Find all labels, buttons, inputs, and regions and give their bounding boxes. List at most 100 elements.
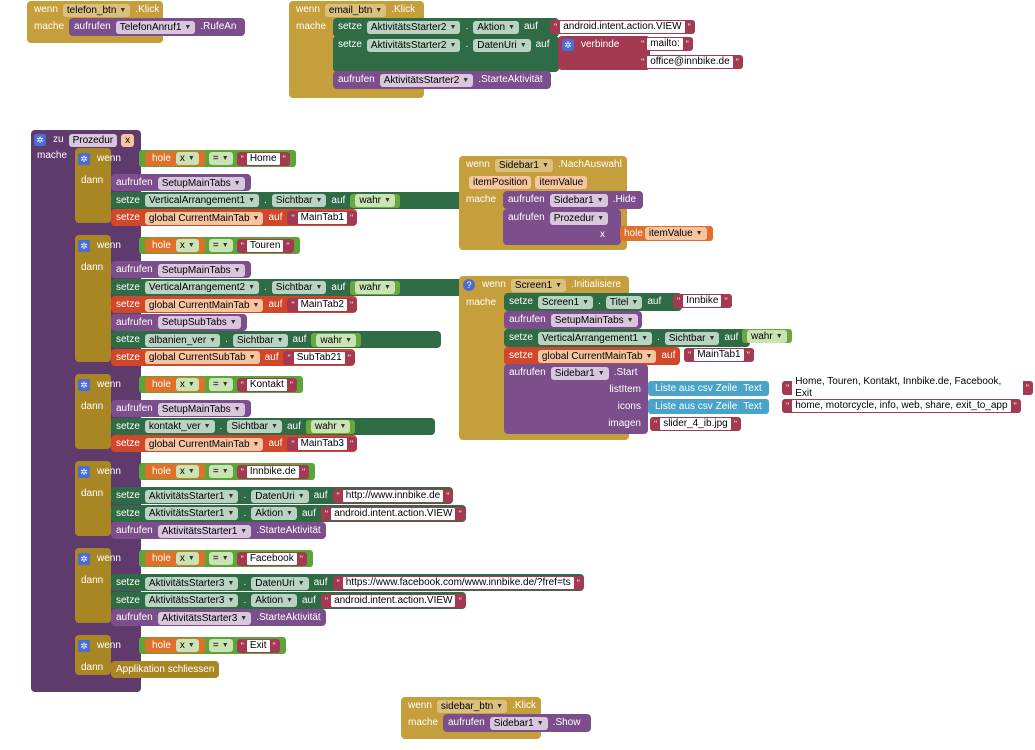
property-dropdown[interactable]: DatenUri▼: [473, 38, 531, 52]
gear-icon[interactable]: ✲: [78, 379, 90, 391]
property-dropdown[interactable]: Aktion▼: [251, 507, 297, 520]
sidebar-btn-click-event-block[interactable]: wenn sidebar_btn▼ .Klick mache aufrufen …: [401, 697, 591, 739]
text-value[interactable]: Touren: [246, 239, 284, 252]
text-value[interactable]: Home, Touren, Kontakt, Innbike.de, Faceb…: [792, 376, 1023, 400]
property-dropdown[interactable]: Aktion▼: [251, 594, 297, 607]
call-procedure-block[interactable]: aufrufen SetupMainTabs▼: [504, 311, 642, 329]
component-dropdown[interactable]: AktivitätsStarter1▼: [144, 489, 239, 503]
text-value[interactable]: android.intent.action.VIEW: [560, 21, 685, 33]
variable-dropdown[interactable]: x▼: [175, 552, 199, 565]
text-value[interactable]: android.intent.action.VIEW: [331, 594, 456, 607]
call-method-block[interactable]: aufrufen TelefonAnruf1▼ .RufeAn: [69, 18, 245, 36]
component-dropdown[interactable]: AktivitätsStarter1▼: [144, 507, 239, 520]
procedure-dropdown[interactable]: SetupMainTabs▼: [157, 176, 245, 190]
component-dropdown[interactable]: Sidebar1▼: [550, 366, 609, 380]
procedure-dropdown[interactable]: SetupSubTabs▼: [157, 316, 241, 329]
boolean-dropdown[interactable]: wahr▼: [316, 333, 357, 347]
call-method-block[interactable]: aufrufen Sidebar1▼ .Show: [443, 714, 591, 732]
variable-dropdown[interactable]: x▼: [175, 152, 199, 165]
boolean-block[interactable]: wahr▼: [311, 333, 362, 347]
component-dropdown[interactable]: VerticalArrangement1▼: [144, 194, 260, 207]
gear-icon[interactable]: ✲: [78, 153, 90, 165]
variable-dropdown[interactable]: global CurrentMainTab▼: [144, 437, 264, 451]
operator-dropdown[interactable]: =▼: [208, 639, 233, 652]
call-procedure-block[interactable]: aufrufen Prozedur▼ x: [503, 209, 621, 245]
component-dropdown[interactable]: AktivitätsStarter2▼: [366, 38, 461, 52]
operator-dropdown[interactable]: =▼: [208, 239, 233, 252]
procedure-dropdown[interactable]: Prozedur▼: [549, 211, 609, 225]
param-itemvalue[interactable]: itemValue: [535, 175, 588, 189]
variable-dropdown[interactable]: global CurrentSubTab▼: [144, 351, 260, 364]
text-string-block[interactable]: "Home, Touren, Kontakt, Innbike.de, Face…: [780, 376, 1035, 400]
text-string-block[interactable]: "MainTab1": [287, 211, 358, 225]
component-dropdown[interactable]: AktivitätsStarter3▼: [144, 576, 239, 590]
text-value[interactable]: office@innbike.de: [647, 56, 733, 68]
operator-dropdown[interactable]: =▼: [208, 552, 233, 565]
procedure-dropdown[interactable]: SetupMainTabs▼: [550, 313, 638, 327]
boolean-dropdown[interactable]: wahr▼: [355, 194, 395, 207]
component-dropdown[interactable]: VerticalArrangement2▼: [144, 281, 260, 294]
boolean-block[interactable]: wahr▼: [350, 193, 400, 208]
text-string-block[interactable]: "MainTab1": [682, 348, 756, 362]
variable-dropdown[interactable]: itemValue▼: [644, 227, 707, 240]
text-string-block[interactable]: "Home": [236, 151, 290, 166]
text-value[interactable]: http://www.innbike.de: [342, 490, 444, 502]
boolean-block[interactable]: wahr▼: [740, 329, 794, 343]
variable-dropdown[interactable]: global CurrentMainTab▼: [537, 349, 657, 363]
text-value[interactable]: android.intent.action.VIEW: [331, 507, 456, 520]
call-method-block[interactable]: aufrufen Sidebar1▼ .Start listItem icons…: [504, 364, 648, 434]
property-dropdown[interactable]: Sichtbar▼: [664, 331, 720, 345]
variable-dropdown[interactable]: x▼: [175, 639, 199, 652]
component-dropdown[interactable]: VerticalArrangement1▼: [537, 331, 653, 345]
text-value[interactable]: Home: [246, 152, 280, 165]
set-property-block[interactable]: setze Screen1▼ . Titel▼ auf: [504, 293, 682, 311]
text-value[interactable]: Innbike: [683, 295, 722, 307]
set-property-block[interactable]: setze AktivitätsStarter2▼ . DatenUri▼ au…: [333, 36, 559, 72]
procedure-dropdown[interactable]: SetupMainTabs▼: [157, 402, 245, 416]
text-string-block[interactable]: "Kontakt": [236, 377, 297, 392]
text-value[interactable]: MainTab1: [297, 212, 347, 224]
component-dropdown[interactable]: AktivitätsStarter3▼: [157, 611, 252, 625]
component-dropdown[interactable]: Sidebar1▼: [494, 158, 553, 172]
text-value[interactable]: Exit: [246, 639, 270, 652]
call-method-block[interactable]: aufrufen Sidebar1▼ .Hide: [503, 191, 643, 209]
operator-dropdown[interactable]: =▼: [208, 152, 233, 165]
gear-icon[interactable]: ✲: [78, 553, 90, 565]
variable-dropdown[interactable]: x▼: [175, 239, 199, 252]
text-value[interactable]: slider_4_ib.jpg: [660, 418, 731, 430]
close-application-block[interactable]: Applikation schliessen: [111, 661, 220, 678]
text-string-block[interactable]: "Touren": [236, 238, 294, 253]
component-dropdown[interactable]: Screen1▼: [510, 278, 567, 292]
component-dropdown[interactable]: Sidebar1▼: [549, 193, 608, 207]
boolean-dropdown[interactable]: wahr▼: [310, 420, 351, 433]
parameter-x-field[interactable]: x: [121, 133, 135, 147]
component-dropdown[interactable]: Sidebar1▼: [489, 716, 548, 730]
text-string-block[interactable]: "android.intent.action.VIEW": [320, 593, 466, 608]
text-string-block[interactable]: "https://www.facebook.com/www.innbike.de…: [332, 576, 584, 590]
property-dropdown[interactable]: Sichtbar▼: [232, 333, 288, 347]
boolean-block[interactable]: wahr▼: [350, 280, 400, 295]
text-value[interactable]: Facebook: [246, 552, 297, 565]
property-dropdown[interactable]: Aktion▼: [473, 20, 519, 34]
gear-icon[interactable]: ✲: [78, 240, 90, 252]
